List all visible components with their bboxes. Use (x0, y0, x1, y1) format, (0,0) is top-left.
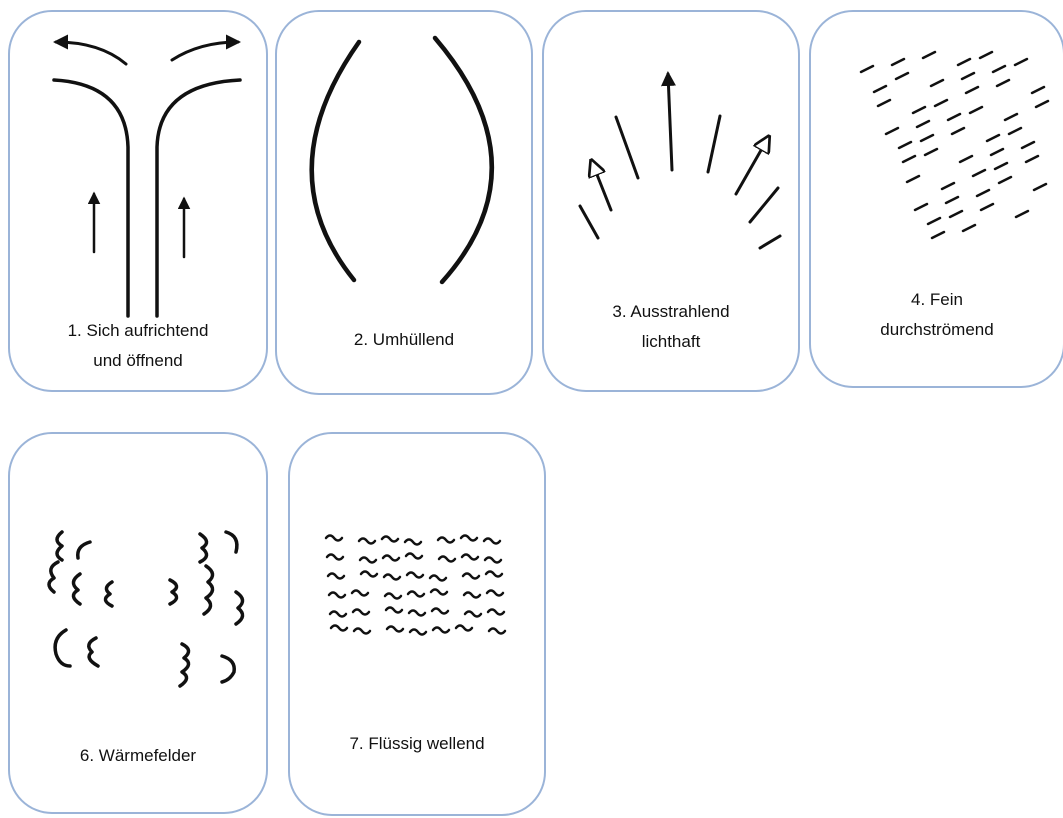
card-caption-line-1: 1. Sich aufrichtend (10, 319, 266, 343)
card-caption-line-1: 4. Fein (811, 288, 1063, 312)
card-fluessig-wellend: 7. Flüssig wellend (288, 432, 546, 816)
card-fein-durchstroemend: 4. Fein durchströmend (809, 10, 1063, 388)
card-caption-line-1: 7. Flüssig wellend (290, 732, 544, 756)
card-waermefelder: 6. Wärmefelder (8, 432, 268, 814)
card-sich-aufrichtend: 1. Sich aufrichtend und öffnend (8, 10, 268, 392)
card-caption-line-2: durchströmend (811, 318, 1063, 342)
card-caption-line-1: 3. Ausstrahlend (544, 300, 798, 324)
card-umhuellend: 2. Umhüllend (275, 10, 533, 395)
card-ausstrahlend: 3. Ausstrahlend lichthaft (542, 10, 800, 392)
liquid-waves-diagram (290, 434, 548, 818)
card-caption-line-1: 2. Umhüllend (277, 328, 531, 352)
card-caption-line-1: 6. Wärmefelder (10, 744, 266, 768)
card-caption-line-2: lichthaft (544, 330, 798, 354)
card-caption-line-2: und öffnend (10, 349, 266, 373)
